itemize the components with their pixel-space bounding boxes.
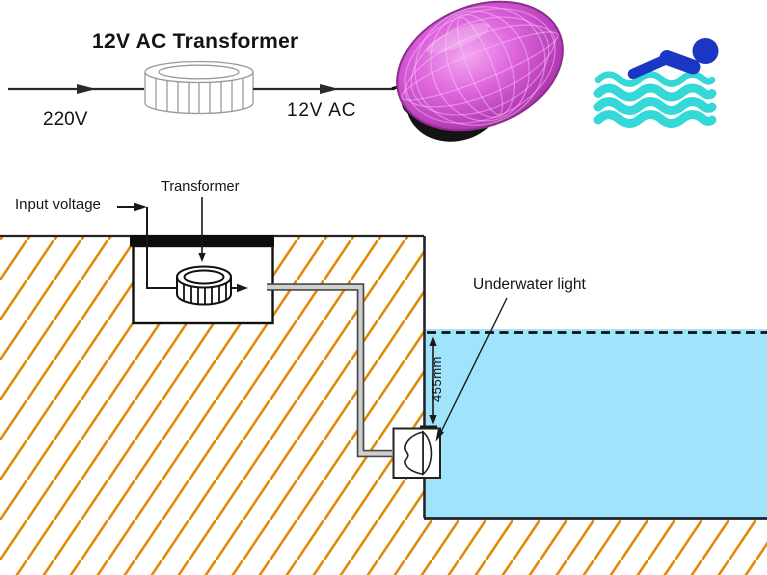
arrow-12vac-output — [253, 84, 394, 94]
underwater-lamp — [403, 430, 433, 476]
buried-transformer-drum — [176, 265, 232, 306]
transformer-pointer-arrow — [198, 197, 206, 262]
input-voltage-wire — [117, 202, 176, 289]
arrow-220v-input — [8, 84, 144, 94]
label-220v: 220V — [43, 109, 88, 130]
underwater-light-pointer — [435, 297, 508, 442]
label-depth-455mm: 455mm — [429, 356, 444, 402]
header-title: 12V AC Transformer — [92, 30, 299, 53]
label-12v-ac: 12V AC — [287, 100, 357, 121]
label-input-voltage: Input voltage — [15, 196, 101, 213]
led-pool-light-icon — [391, 0, 564, 142]
depth-dimension-arrow — [420, 336, 437, 428]
conduit — [267, 283, 392, 458]
transformer-drum-icon — [144, 60, 254, 115]
swimmer-icon — [593, 38, 719, 128]
label-transformer: Transformer — [161, 179, 240, 195]
box-output-arrow — [231, 283, 248, 293]
pool-water — [426, 329, 767, 518]
label-underwater-light: Underwater light — [473, 276, 586, 293]
